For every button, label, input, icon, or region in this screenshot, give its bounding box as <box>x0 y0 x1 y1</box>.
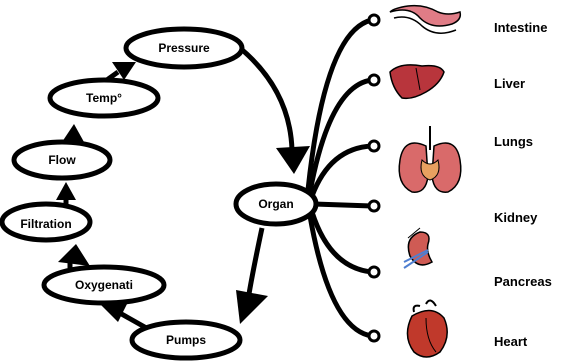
terminal-heart <box>369 331 379 341</box>
intestine-icon <box>390 6 460 34</box>
label-pancreas: Pancreas <box>494 274 552 289</box>
arrow-filtration-to-flow-head <box>56 182 76 200</box>
node-flow: Flow <box>14 142 110 178</box>
connector-kidney <box>314 204 372 206</box>
terminal-kidney <box>369 201 379 211</box>
arrow-organ-to-pumps-head <box>236 290 268 324</box>
kidney-icon <box>404 228 432 268</box>
label-kidney: Kidney <box>494 210 538 225</box>
svg-text:Pressure: Pressure <box>158 41 210 55</box>
node-pressure: Pressure <box>126 29 242 67</box>
connector-liver <box>310 80 372 192</box>
svg-text:Pumps: Pumps <box>166 333 206 347</box>
svg-text:Temp°: Temp° <box>86 91 122 105</box>
label-lungs: Lungs <box>494 134 533 149</box>
heart-icon <box>407 300 447 357</box>
terminal-pancreas <box>369 267 379 277</box>
arrow-pressure-to-organ-head <box>276 146 310 174</box>
svg-text:Flow: Flow <box>48 153 76 167</box>
node-organ: Organ <box>236 184 316 224</box>
organ-connectors <box>308 20 372 336</box>
connector-terminals <box>369 15 379 341</box>
label-intestine: Intestine <box>494 20 547 35</box>
liver-icon <box>390 65 444 99</box>
lungs-icon <box>399 126 461 192</box>
svg-text:Organ: Organ <box>258 197 293 211</box>
node-filtration: Filtration <box>2 204 90 240</box>
label-liver: Liver <box>494 76 525 91</box>
arrow-oxygenation-to-filtration-head <box>58 244 90 266</box>
node-pumps: Pumps <box>132 322 240 358</box>
arrow-pressure-to-organ <box>240 48 292 150</box>
svg-text:Filtration: Filtration <box>20 217 71 231</box>
arrow-flow-to-temp-head <box>62 124 84 142</box>
svg-text:Oxygenati: Oxygenati <box>75 278 133 292</box>
label-heart: Heart <box>494 334 528 349</box>
arrow-organ-to-pumps <box>248 228 262 300</box>
terminal-liver <box>369 75 379 85</box>
node-temp: Temp° <box>50 80 158 116</box>
node-oxygenation: Oxygenati <box>44 267 164 303</box>
terminal-lungs <box>369 141 379 151</box>
terminal-intestine <box>369 15 379 25</box>
